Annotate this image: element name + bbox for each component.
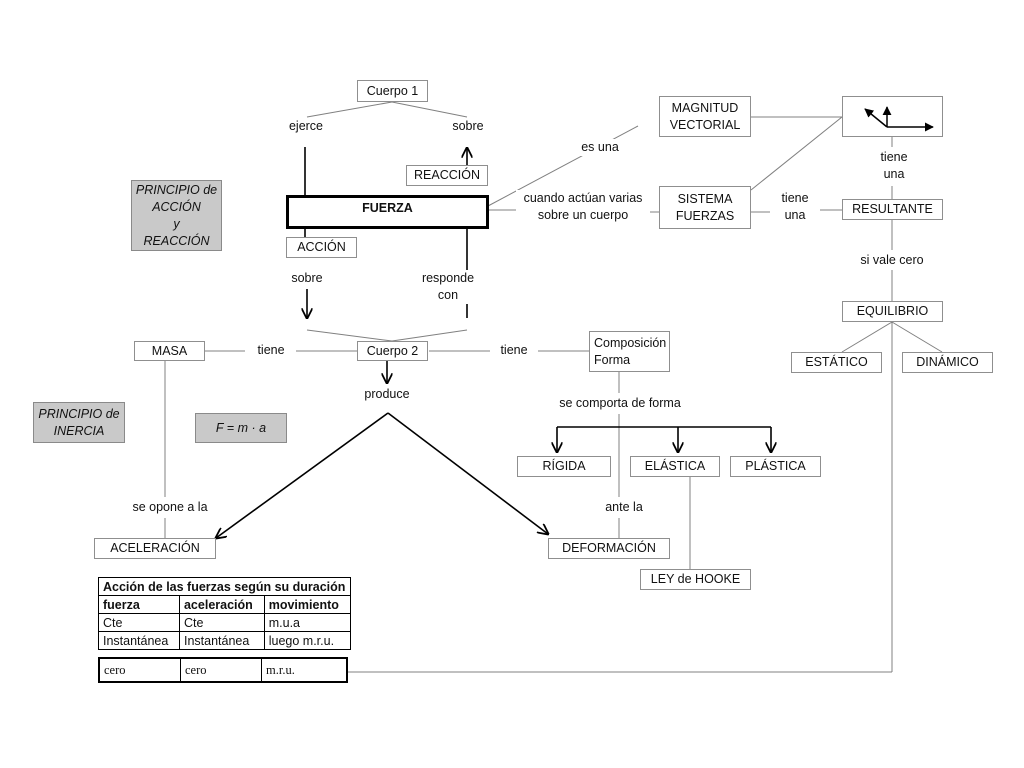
principio-inercia-box: PRINCIPIO de INERCIA [33,402,125,443]
label-ante-la: ante la [596,499,652,516]
node-equilibrio: EQUILIBRIO [842,301,943,322]
label-tiene-una-mid: tiene una [772,190,818,224]
label-produce: produce [355,386,419,403]
node-dinamico: DINÁMICO [902,352,993,373]
node-composicion-forma: Composición Forma [589,331,670,372]
node-ley-hooke: LEY de HOOKE [640,569,751,590]
node-elastica: ELÁSTICA [630,456,720,477]
table-cell: Instantánea [178,631,265,650]
label-tiene-forma: tiene [490,342,538,359]
node-sistema-fuerzas: SISTEMA FUERZAS [659,186,751,229]
node-resultante: RESULTANTE [842,199,943,220]
table-cell: cero [98,657,181,683]
vector-sum-icon [842,96,943,137]
node-masa: MASA [134,341,205,361]
label-se-opone: se opone a la [120,499,220,516]
table-cell: Instantánea [98,631,180,650]
table-cell: Cte [178,613,265,632]
table-cell: m.r.u. [261,657,348,683]
node-accion: ACCIÓN [286,237,357,258]
node-rigida: RÍGIDA [517,456,611,477]
label-responde-con: responde con [415,270,481,304]
principio-accion-reaccion-box: PRINCIPIO de ACCIÓN y REACCIÓN [131,180,222,251]
table-cell: cero [180,657,262,683]
table-header: fuerza [98,595,180,614]
label-es-una: es una [572,139,628,156]
label-ejerce: ejerce [283,118,329,135]
label-sobre-bottom: sobre [284,270,330,287]
node-deformacion: DEFORMACIÓN [548,538,670,559]
label-sobre-top: sobre [445,118,491,135]
label-se-comporta: se comporta de forma [555,395,685,412]
label-si-vale-cero: si vale cero [852,252,932,269]
node-estatico: ESTÁTICO [791,352,882,373]
table-row: Cte Cte m.u.a [98,613,352,632]
label-cuando-actuan: cuando actúan varias sobre un cuerpo [516,190,650,224]
table-header: movimiento [263,595,352,614]
table-row: Instantánea Instantánea luego m.r.u. [98,631,352,650]
table-cell: Cte [98,613,180,632]
node-aceleracion: ACELERACIÓN [94,538,216,559]
table-header: aceleración [178,595,265,614]
node-magnitud-vectorial: MAGNITUD VECTORIAL [659,96,751,137]
node-cuerpo2: Cuerpo 2 [357,341,428,361]
cero-table: cero cero m.r.u. [98,657,348,683]
table-title: Acción de las fuerzas según su duración [98,577,351,596]
label-tiene-una-right: tiene una [871,149,917,183]
duracion-table: Acción de las fuerzas según su duración … [98,577,352,650]
table-row: cero cero m.r.u. [98,657,348,683]
table-cell: luego m.r.u. [263,631,352,650]
label-tiene-masa: tiene [247,342,295,359]
node-cuerpo1: Cuerpo 1 [357,80,428,102]
formula-box: F = m · a [195,413,287,443]
table-cell: m.u.a [263,613,352,632]
node-plastica: PLÁSTICA [730,456,821,477]
node-reaccion: REACCIÓN [406,165,488,186]
node-fuerza: FUERZA [286,195,489,229]
